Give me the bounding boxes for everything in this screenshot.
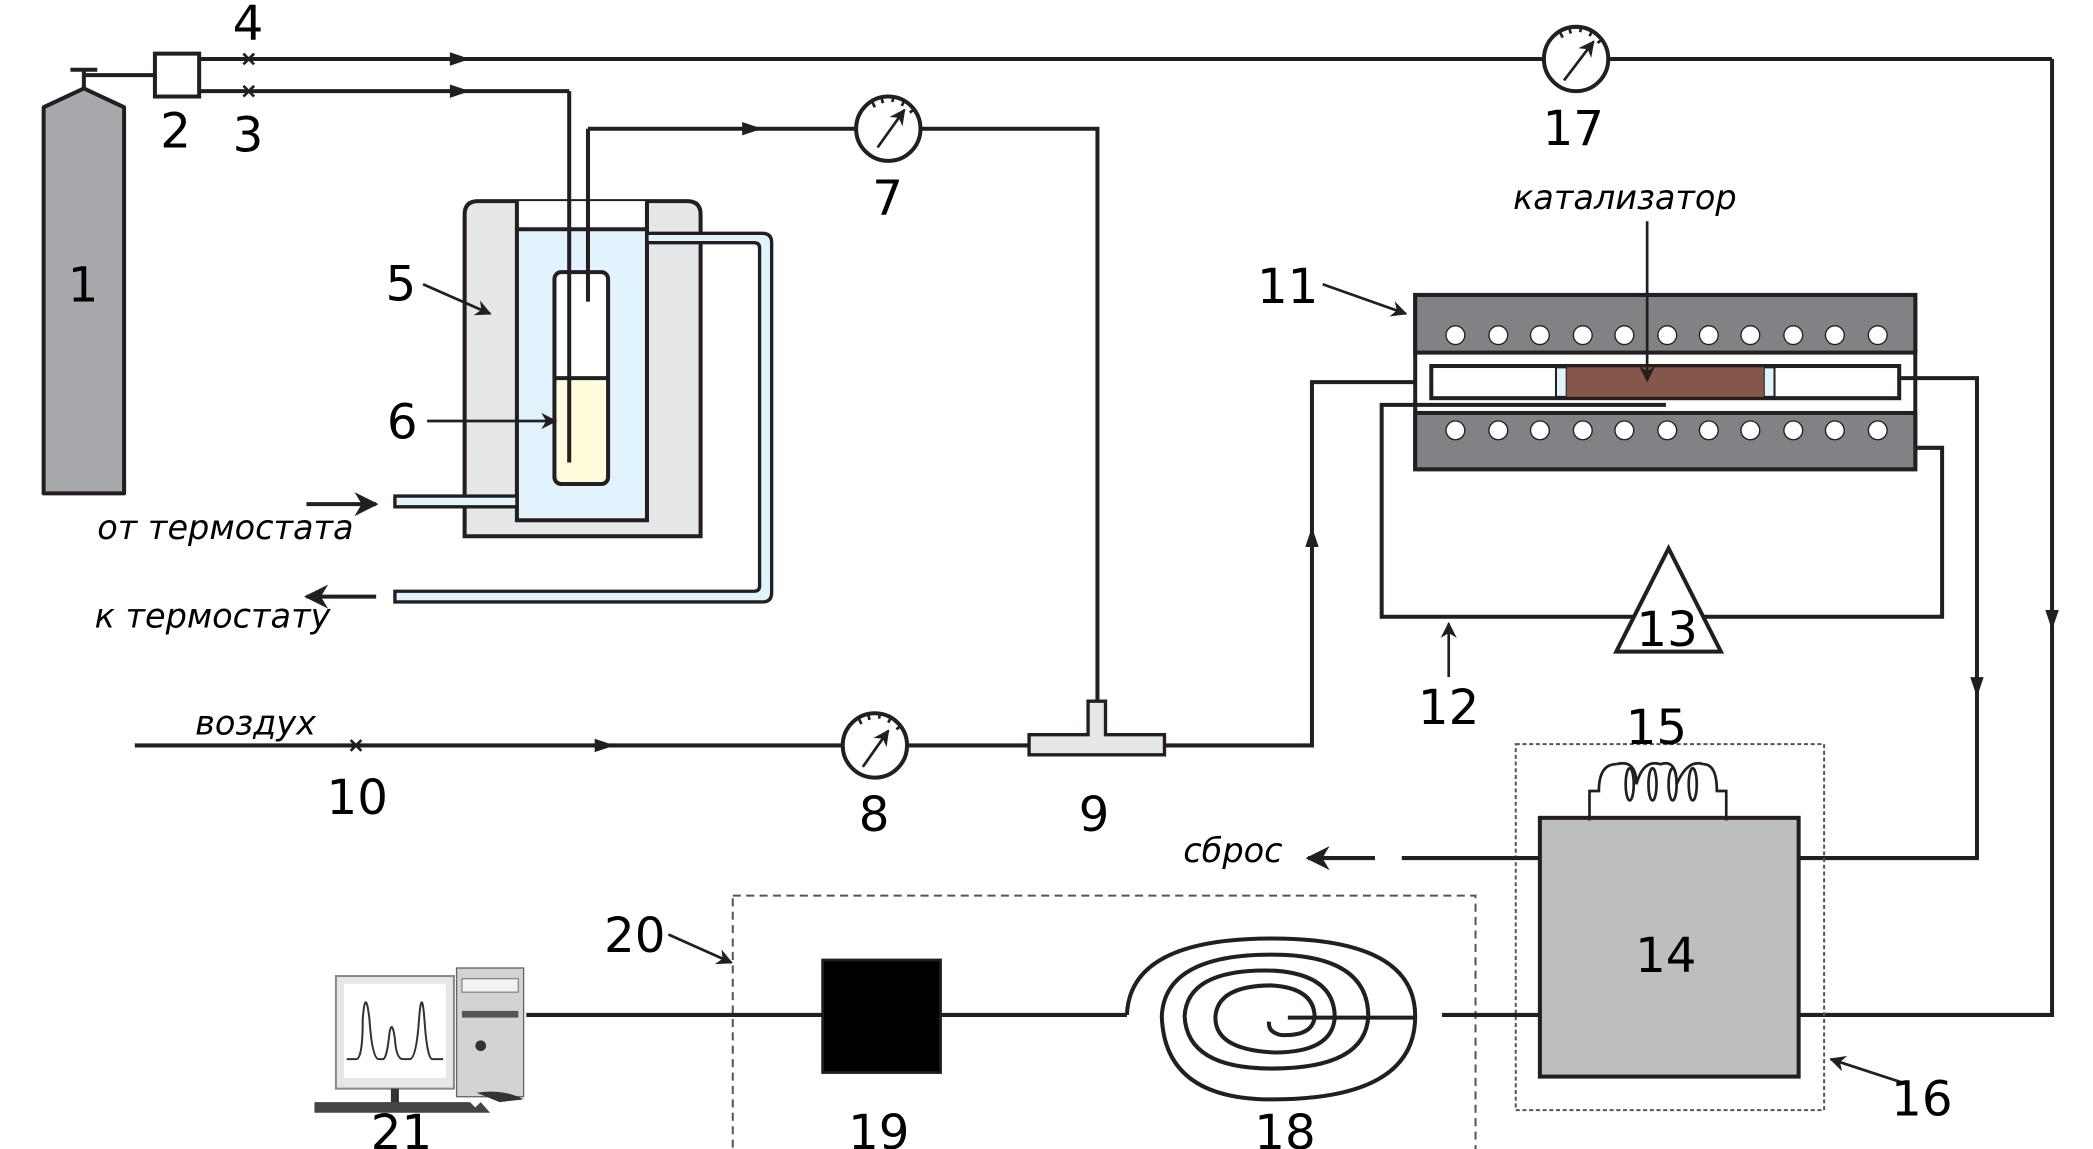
pressure-gauge-7: 7	[854, 94, 923, 227]
label-11: 11	[1257, 259, 1318, 315]
computer-icon: 21	[314, 967, 525, 1149]
flow-arrow-icon	[449, 84, 470, 98]
pointer-arrow-5	[422, 283, 492, 316]
to-thermostat-label: к термостату	[95, 596, 332, 635]
label-12: 12	[1418, 680, 1479, 736]
flow-arrow-icon	[449, 52, 470, 66]
label-1: 1	[68, 258, 99, 314]
gas-cylinder: 1	[41, 67, 155, 496]
pointer-arrow-20	[667, 933, 733, 965]
sampling-valve: 14	[1537, 815, 1801, 1079]
detector: 19	[821, 958, 942, 1149]
label-21: 21	[371, 1105, 432, 1149]
sample-loop: 15	[1588, 700, 1728, 821]
label-4: 4	[233, 0, 264, 52]
chromatographic-column: 18	[939, 936, 1540, 1149]
from-thermostat-label: от термостата	[97, 508, 353, 547]
label-5: 5	[386, 256, 417, 312]
label-8: 8	[859, 787, 890, 843]
air-label: воздух	[195, 704, 317, 743]
label-2: 2	[160, 103, 191, 159]
gas-chromatograph-20	[731, 894, 1477, 1149]
flow-arrow-icon	[1305, 526, 1319, 548]
label-7: 7	[872, 171, 903, 227]
label-9: 9	[1079, 787, 1110, 843]
vapor-to-mixer-line	[920, 126, 1100, 702]
pressure-gauge-17: 17	[1541, 24, 1611, 157]
label-6: 6	[387, 394, 418, 450]
mixer-to-reactor-line	[1164, 380, 1432, 748]
label-3: 3	[233, 108, 264, 164]
exhaust-label: сброс	[1183, 831, 1282, 870]
flow-arrow-icon	[594, 738, 615, 753]
catalyst-label: катализатор	[1513, 178, 1737, 217]
flow-arrow-icon	[742, 122, 763, 136]
pointer-arrow-11	[1322, 282, 1408, 317]
label-14: 14	[1635, 928, 1696, 984]
reactor-outlet-line	[1799, 376, 1979, 861]
temperature-controller: 13	[1613, 543, 1725, 658]
carrier-gas-line	[1799, 58, 2055, 1017]
label-16: 16	[1891, 1071, 1952, 1127]
valve-3: 3	[233, 84, 264, 164]
label-18: 18	[1254, 1105, 1315, 1149]
valve-4: 4	[233, 0, 264, 66]
catalyst-bed	[1566, 367, 1764, 397]
flow-arrow-icon	[1970, 677, 1984, 698]
pressure-reducer: 2	[152, 51, 202, 159]
valve-oven-16	[1514, 743, 1826, 1112]
tube-furnace	[1413, 292, 1918, 472]
label-10: 10	[327, 770, 388, 826]
valve-10	[349, 739, 363, 752]
flow-arrow-icon	[2045, 610, 2059, 631]
pressure-gauge-8: 8	[840, 711, 910, 843]
label-13: 13	[1636, 602, 1697, 658]
saturator-tube	[552, 91, 611, 487]
label-20: 20	[604, 908, 665, 964]
label-17: 17	[1543, 101, 1604, 157]
pointer-arrow-16	[1829, 1056, 1905, 1085]
mixer-tee: 9	[1027, 699, 1167, 843]
label-15: 15	[1626, 700, 1687, 756]
label-19: 19	[848, 1105, 909, 1149]
